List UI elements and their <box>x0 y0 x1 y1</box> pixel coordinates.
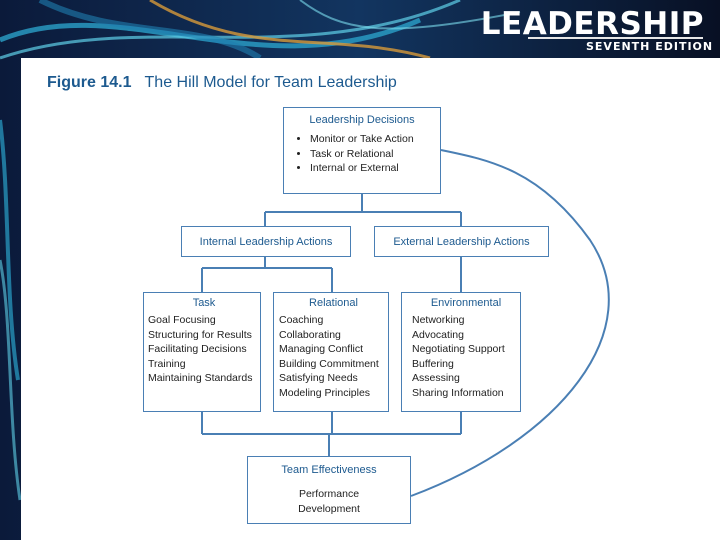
list-item: Sharing Information <box>412 386 520 401</box>
task-title: Task <box>148 297 260 309</box>
list-item: Development <box>248 502 410 517</box>
list-item: Maintaining Standards <box>148 371 260 386</box>
list-item: Networking <box>412 313 520 328</box>
relational-title: Relational <box>279 297 388 309</box>
relational-box: Relational Coaching Collaborating Managi… <box>273 292 389 412</box>
external-leadership-actions-title: External Leadership Actions <box>375 236 548 248</box>
leadership-decisions-list: Monitor or Take Action Task or Relationa… <box>284 132 440 176</box>
list-item: Structuring for Results <box>148 328 260 343</box>
environmental-title: Environmental <box>412 297 520 309</box>
team-effectiveness-list: Performance Development <box>248 487 410 516</box>
list-item: Managing Conflict <box>279 342 388 357</box>
list-item: Coaching <box>279 313 388 328</box>
list-item: Satisfying Needs <box>279 371 388 386</box>
relational-list: Coaching Collaborating Managing Conflict… <box>279 313 388 400</box>
list-item: Advocating <box>412 328 520 343</box>
leadership-decisions-box: Leadership Decisions Monitor or Take Act… <box>283 107 441 194</box>
list-item: Modeling Principles <box>279 386 388 401</box>
team-effectiveness-title: Team Effectiveness <box>248 464 410 476</box>
list-item: Goal Focusing <box>148 313 260 328</box>
list-item: Monitor or Take Action <box>310 132 440 147</box>
list-item: Task or Relational <box>310 147 440 162</box>
list-item: Building Commitment <box>279 357 388 372</box>
task-list: Goal Focusing Structuring for Results Fa… <box>148 313 260 386</box>
list-item: Collaborating <box>279 328 388 343</box>
environmental-box: Environmental Networking Advocating Nego… <box>401 292 521 412</box>
external-leadership-actions-box: External Leadership Actions <box>374 226 549 257</box>
task-box: Task Goal Focusing Structuring for Resul… <box>143 292 261 412</box>
list-item: Facilitating Decisions <box>148 342 260 357</box>
list-item: Negotiating Support <box>412 342 520 357</box>
list-item: Assessing <box>412 371 520 386</box>
list-item: Performance <box>248 487 410 502</box>
internal-leadership-actions-title: Internal Leadership Actions <box>182 236 350 248</box>
environmental-list: Networking Advocating Negotiating Suppor… <box>412 313 520 400</box>
list-item: Internal or External <box>310 161 440 176</box>
team-effectiveness-box: Team Effectiveness Performance Developme… <box>247 456 411 524</box>
internal-leadership-actions-box: Internal Leadership Actions <box>181 226 351 257</box>
list-item: Buffering <box>412 357 520 372</box>
leadership-decisions-title: Leadership Decisions <box>284 114 440 126</box>
list-item: Training <box>148 357 260 372</box>
